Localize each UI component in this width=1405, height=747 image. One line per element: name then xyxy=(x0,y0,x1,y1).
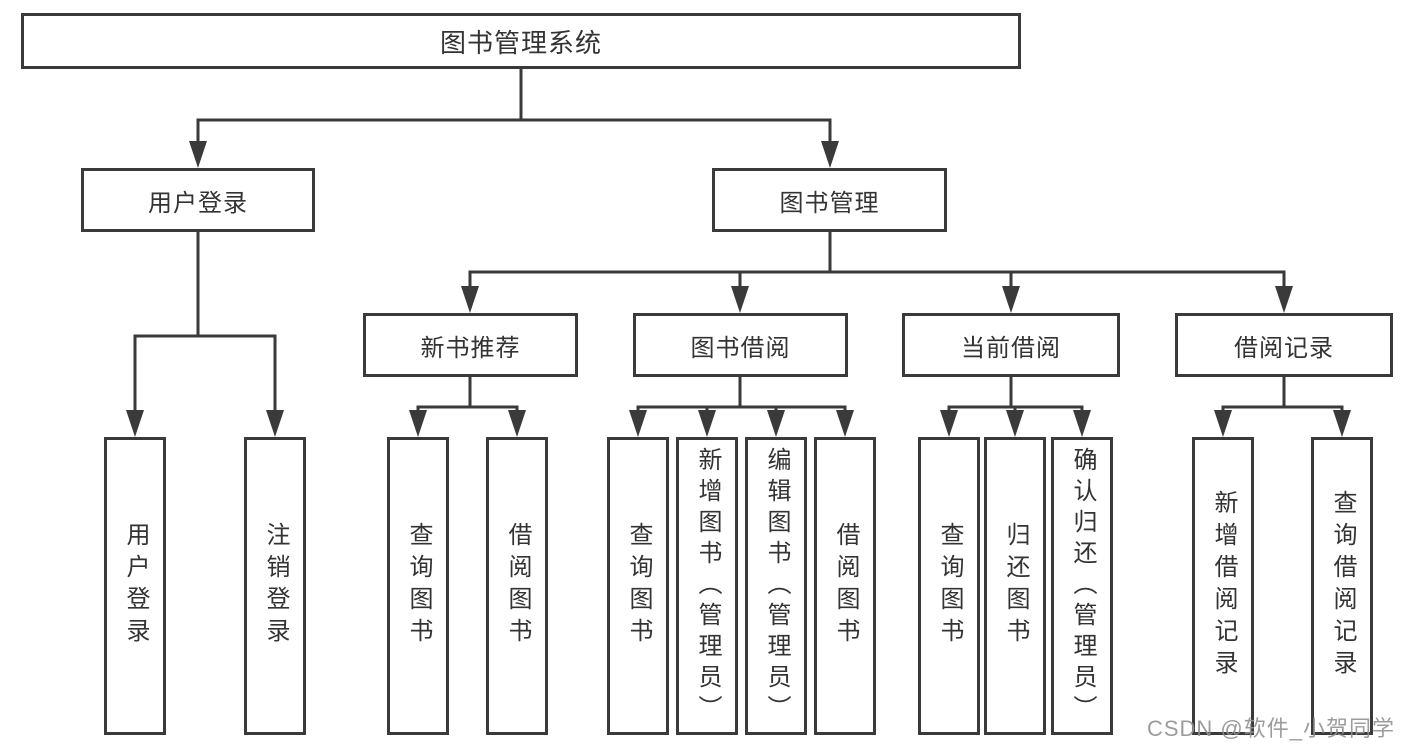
leaf-borrow-borrow-books: 借阅图书 xyxy=(814,437,876,735)
leaf-newbook-query-books: 查询图书 xyxy=(387,437,449,735)
leaf-current-query-books-label: 查询图书 xyxy=(936,522,963,650)
leaf-borrow-add-books-admin: 新增图书（管理员） xyxy=(676,437,738,735)
leaf-borrow-query-books-label: 查询图书 xyxy=(625,522,652,650)
leaf-newbook-borrow-books-label: 借阅图书 xyxy=(504,522,531,650)
node-library-management-system: 图书管理系统 xyxy=(21,13,1021,69)
leaf-current-confirm-return-admin: 确认归还（管理员） xyxy=(1051,437,1113,735)
csdn-watermark: CSDN @软件_小贺同学 xyxy=(1146,716,1395,741)
leaf-logout-login-label: 注销登录 xyxy=(262,522,289,650)
leaf-current-return-books-label: 归还图书 xyxy=(1002,522,1029,650)
leaf-records-add-borrow-record-label: 新增借阅记录 xyxy=(1210,490,1237,682)
leaf-user-login-label: 用户登录 xyxy=(122,522,149,650)
leaf-newbook-borrow-books: 借阅图书 xyxy=(486,437,548,735)
leaf-records-query-borrow-record-label: 查询借阅记录 xyxy=(1329,490,1356,682)
leaf-newbook-query-books-label: 查询图书 xyxy=(405,522,432,650)
leaf-user-login: 用户登录 xyxy=(104,437,166,735)
leaf-records-query-borrow-record: 查询借阅记录 xyxy=(1311,437,1373,735)
node-current-borrow: 当前借阅 xyxy=(902,313,1120,377)
node-user-login: 用户登录 xyxy=(81,168,315,232)
leaf-borrow-edit-books-admin-label: 编辑图书（管理员） xyxy=(763,446,790,726)
leaf-borrow-add-books-admin-label: 新增图书（管理员） xyxy=(694,446,721,726)
leaf-borrow-query-books: 查询图书 xyxy=(607,437,669,735)
node-book-borrow: 图书借阅 xyxy=(633,313,848,377)
leaf-borrow-borrow-books-label: 借阅图书 xyxy=(832,522,859,650)
leaf-current-confirm-return-admin-label: 确认归还（管理员） xyxy=(1069,446,1096,726)
leaf-current-query-books: 查询图书 xyxy=(918,437,980,735)
leaf-borrow-edit-books-admin: 编辑图书（管理员） xyxy=(745,437,807,735)
node-new-book-recommend: 新书推荐 xyxy=(363,313,578,377)
leaf-current-return-books: 归还图书 xyxy=(984,437,1046,735)
node-book-management: 图书管理 xyxy=(712,168,947,232)
leaf-records-add-borrow-record: 新增借阅记录 xyxy=(1192,437,1254,735)
leaf-logout-login: 注销登录 xyxy=(244,437,306,735)
node-borrow-records: 借阅记录 xyxy=(1175,313,1393,377)
